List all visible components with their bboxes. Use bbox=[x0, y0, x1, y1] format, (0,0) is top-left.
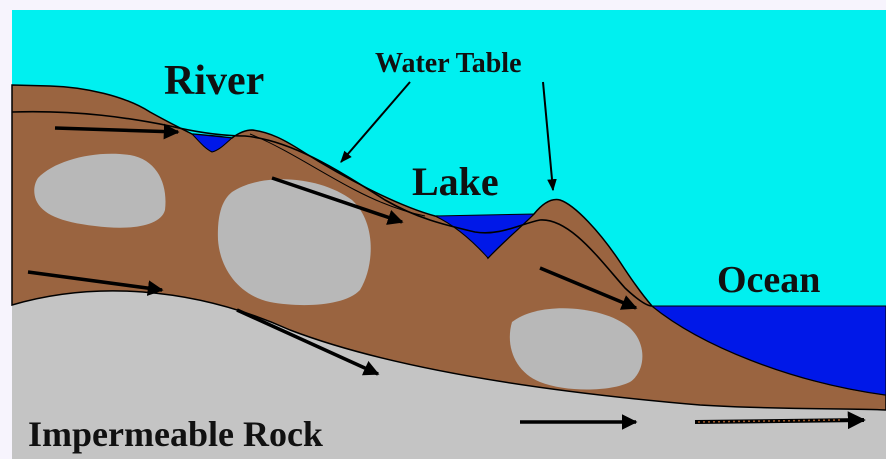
impermeable-rock-label: Impermeable Rock bbox=[28, 414, 323, 454]
lake-label: Lake bbox=[412, 159, 499, 204]
water-table-label: Water Table bbox=[375, 48, 522, 79]
ocean-label: Ocean bbox=[717, 259, 820, 301]
river-label: River bbox=[164, 58, 264, 104]
gravel-pocket-2 bbox=[218, 179, 371, 305]
